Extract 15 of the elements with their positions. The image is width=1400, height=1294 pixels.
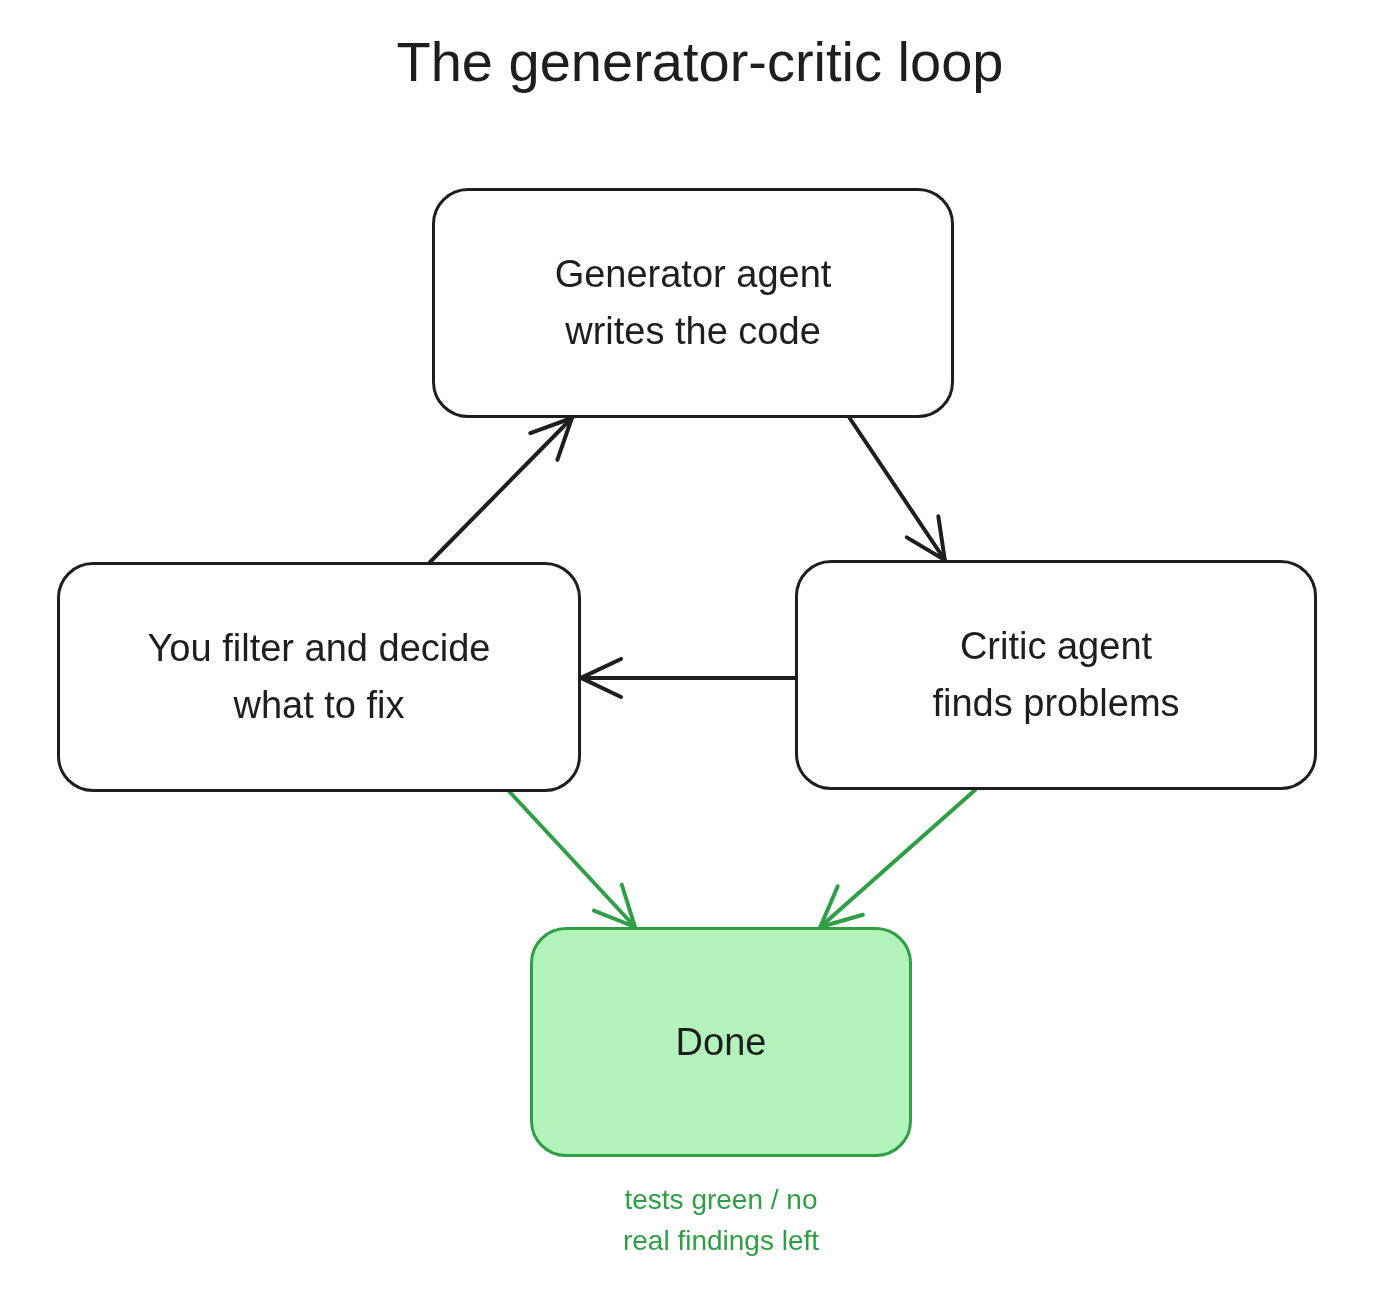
arrow (847, 416, 947, 562)
end-box (530, 927, 912, 1157)
arrow (507, 790, 638, 929)
process-box (432, 188, 954, 418)
box-label: Critic agent finds problems (931, 624, 1181, 726)
arrow (818, 788, 978, 929)
process-box (795, 560, 1317, 790)
title: The generator-critic loop (396, 29, 1004, 95)
box-label: You filter and decide what to fix (146, 626, 492, 728)
box-label: Generator agent writes the code (553, 252, 833, 354)
note-text: tests green / no real findings left (621, 1183, 821, 1258)
arrow (579, 656, 797, 699)
process-box (57, 562, 581, 792)
arrow (428, 416, 574, 564)
box-label: Done (675, 1019, 767, 1065)
